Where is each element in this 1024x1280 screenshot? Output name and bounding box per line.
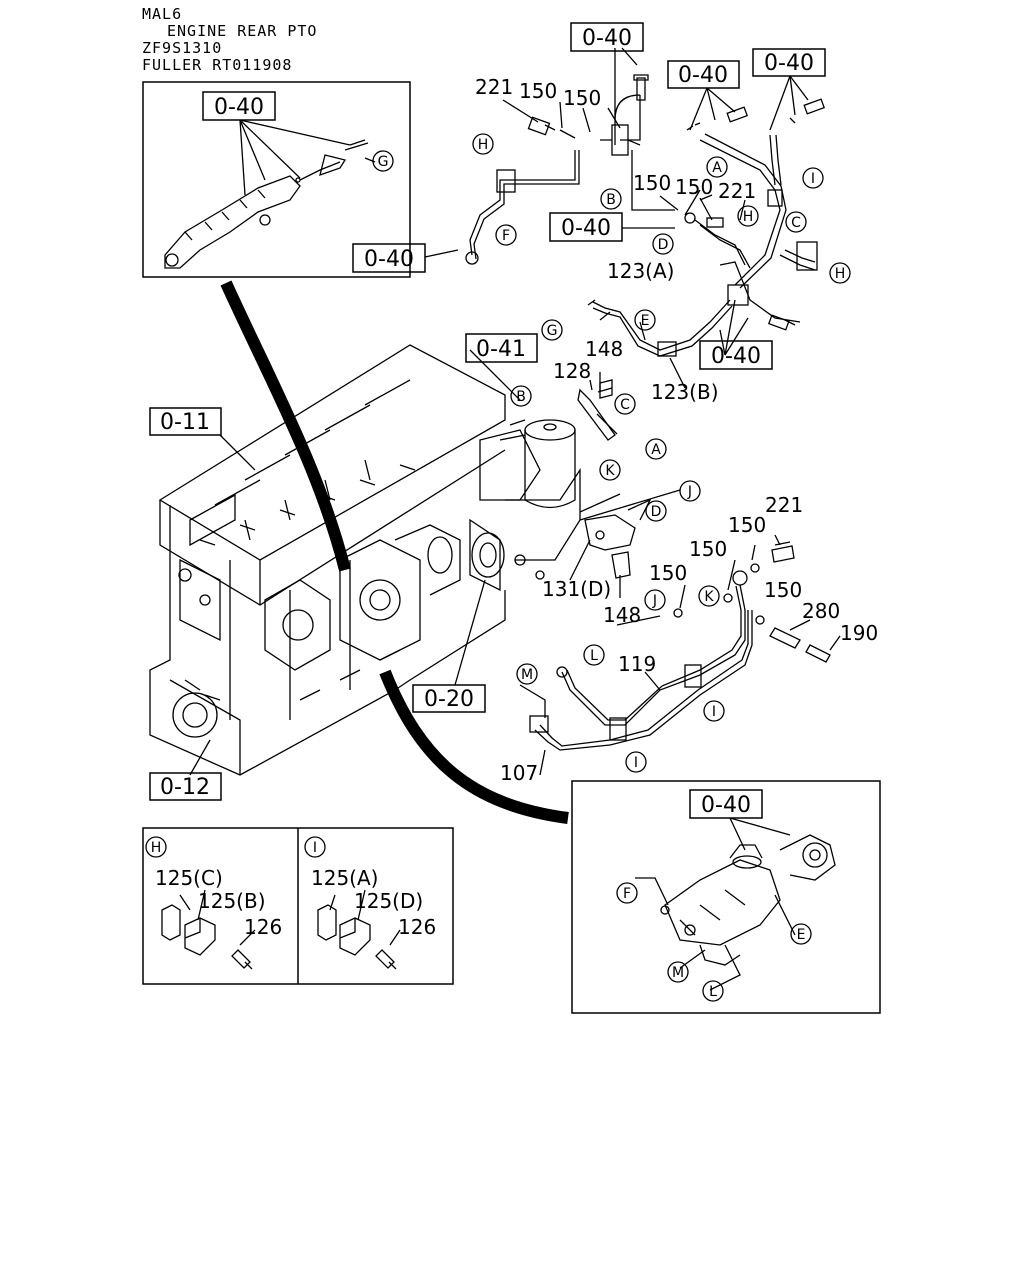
rail-inset-frame bbox=[142, 81, 411, 278]
callout-D: D bbox=[651, 504, 662, 520]
section-box-frames bbox=[149, 22, 826, 819]
callout-rings bbox=[145, 133, 851, 1002]
callout-L: L bbox=[709, 984, 717, 1000]
callout-C: C bbox=[620, 397, 630, 413]
callout-H: H bbox=[743, 209, 754, 225]
callout-E: E bbox=[641, 313, 650, 329]
section-ref: 0-40 bbox=[711, 344, 761, 369]
rail-leader-lines bbox=[239, 119, 376, 196]
callout-K: K bbox=[605, 463, 615, 479]
fuel-rail-drawing bbox=[164, 139, 369, 269]
detail-I-labels: 125(A) 125(D) 126 bbox=[311, 866, 436, 939]
part-number: 125(D) bbox=[354, 889, 423, 913]
pump-leader-lines bbox=[635, 817, 796, 991]
callout-M: M bbox=[672, 965, 684, 981]
diagram-title: ENGINE REAR PTO bbox=[167, 22, 318, 40]
part-number: 280 bbox=[802, 599, 840, 623]
bracket-128 bbox=[577, 388, 616, 441]
callout-B: B bbox=[516, 389, 526, 405]
part-number: 126 bbox=[244, 915, 282, 939]
section-ref: 0-40 bbox=[764, 51, 814, 76]
part-number: 148 bbox=[603, 603, 641, 627]
fuel-pipes-upper bbox=[465, 94, 818, 326]
part-number: 131(D) bbox=[542, 577, 611, 601]
clamp-H-drawing bbox=[161, 889, 256, 956]
section-ref: 0-40 bbox=[561, 216, 611, 241]
callout-D: D bbox=[658, 237, 669, 253]
callout-I: I bbox=[712, 704, 716, 720]
section-ref: 0-41 bbox=[476, 337, 526, 362]
part-number: 221 bbox=[475, 75, 513, 99]
pump-inset-frame bbox=[571, 780, 881, 1014]
part-number-labels: 221 150 150 150 150 221 123(A) 123(B) 12… bbox=[475, 75, 878, 785]
part-number: 150 bbox=[649, 561, 687, 585]
inset-reference-curve-lower bbox=[379, 669, 569, 824]
section-ref: 0-12 bbox=[160, 775, 210, 800]
callout-H: H bbox=[151, 840, 162, 856]
callout-H: H bbox=[478, 137, 489, 153]
callout-letters: G H F B A I H C D H G E B C A K J D K J … bbox=[151, 137, 846, 1000]
section-ref: 0-40 bbox=[701, 793, 751, 818]
callout-I: I bbox=[313, 840, 317, 856]
callout-M: M bbox=[521, 667, 533, 683]
fuel-pipes-lower bbox=[529, 570, 753, 751]
part-number: 125(C) bbox=[155, 866, 223, 890]
part-number: 148 bbox=[585, 337, 623, 361]
callout-A: A bbox=[651, 442, 661, 458]
inset-reference-curve-upper bbox=[220, 280, 351, 572]
callout-G: G bbox=[547, 323, 558, 339]
part-number: 125(A) bbox=[311, 866, 378, 890]
part-number: 123(B) bbox=[651, 380, 719, 404]
callout-G: G bbox=[378, 154, 389, 170]
fuel-pump-drawing bbox=[660, 834, 836, 966]
section-ref: 0-11 bbox=[160, 410, 210, 435]
callout-J: J bbox=[652, 593, 657, 609]
section-ref: 0-40 bbox=[214, 95, 264, 120]
callout-A: A bbox=[712, 160, 722, 176]
callout-F: F bbox=[502, 228, 510, 244]
part-number: 150 bbox=[563, 86, 601, 110]
callout-C: C bbox=[791, 215, 801, 231]
part-number: 119 bbox=[618, 652, 656, 676]
part-number: 150 bbox=[689, 537, 727, 561]
part-number: 221 bbox=[718, 179, 756, 203]
bracket-131D bbox=[584, 514, 636, 551]
callout-F: F bbox=[623, 886, 631, 902]
part-number: 221 bbox=[765, 493, 803, 517]
part-number: 126 bbox=[398, 915, 436, 939]
callout-I: I bbox=[634, 755, 638, 771]
transmission-code-1: ZF9S1310 bbox=[142, 39, 223, 57]
part-number: 123(A) bbox=[607, 259, 674, 283]
clamp-I-drawing bbox=[317, 889, 401, 956]
fasteners bbox=[231, 74, 831, 970]
callout-J: J bbox=[687, 484, 692, 500]
section-ref: 0-40 bbox=[582, 26, 632, 51]
part-number: 150 bbox=[633, 171, 671, 195]
callout-B: B bbox=[606, 192, 616, 208]
part-number: 107 bbox=[500, 761, 538, 785]
callout-K: K bbox=[704, 589, 714, 605]
part-number: 150 bbox=[519, 79, 557, 103]
oil-filter-drawing bbox=[499, 419, 576, 509]
part-number: 150 bbox=[728, 513, 766, 537]
part-number: 190 bbox=[840, 621, 878, 645]
detail-H-labels: 125(C) 125(B) 126 bbox=[155, 866, 282, 939]
callout-E: E bbox=[797, 927, 806, 943]
section-ref: 0-20 bbox=[424, 687, 474, 712]
section-ref: 0-40 bbox=[364, 247, 414, 272]
section-ref: 0-40 bbox=[678, 63, 728, 88]
callout-I: I bbox=[811, 171, 815, 187]
section-labels: 0-40 0-40 0-40 0-40 0-40 0-40 0-40 0-41 … bbox=[160, 26, 814, 818]
part-number: 128 bbox=[553, 359, 591, 383]
model-code: MAL6 bbox=[142, 5, 183, 23]
callout-H: H bbox=[835, 266, 846, 282]
callout-L: L bbox=[590, 648, 598, 664]
diagram-header: MAL6 ENGINE REAR PTO ZF9S1310 FULLER RT0… bbox=[142, 6, 317, 74]
part-number: 150 bbox=[764, 578, 802, 602]
engine-block-drawing bbox=[149, 344, 581, 776]
part-number: 125(B) bbox=[198, 889, 266, 913]
transmission-code-2: FULLER RT011908 bbox=[142, 56, 293, 74]
part-number: 150 bbox=[675, 175, 713, 199]
